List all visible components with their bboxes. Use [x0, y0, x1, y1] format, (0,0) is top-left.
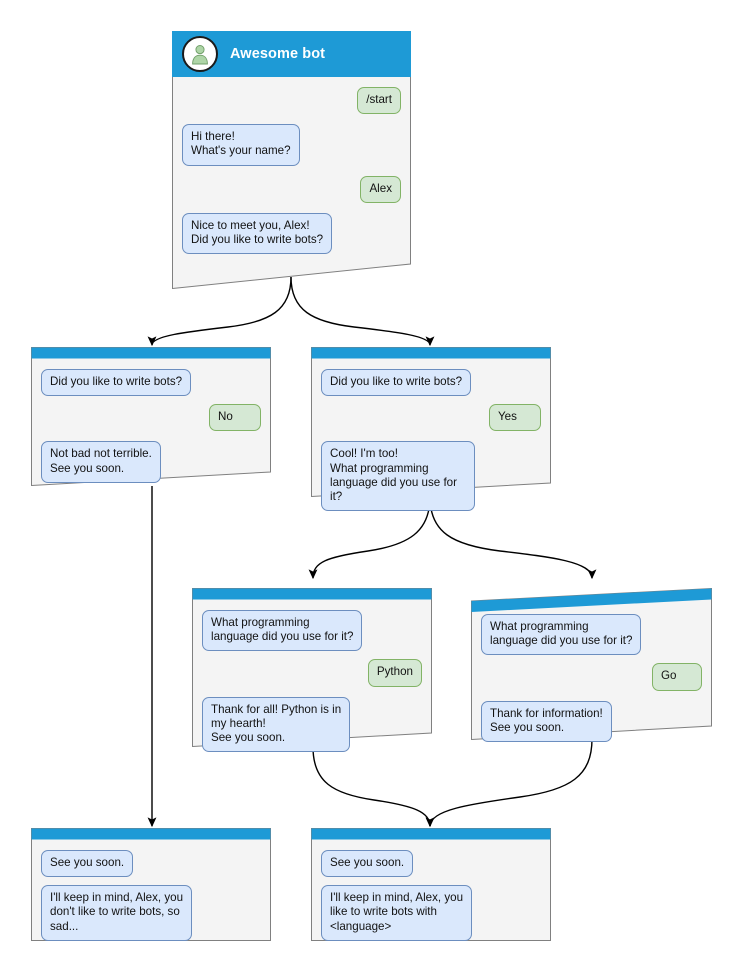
message-bubble: I'll keep in mind, Alex, you don't like …: [41, 885, 193, 941]
start-node[interactable]: Awesome bot /start Hi there! What's your…: [172, 31, 411, 289]
message-bubble: Cool! I'm too! What programming language…: [321, 441, 475, 512]
message-bubble: /start: [357, 87, 401, 115]
end-sad-node[interactable]: See you soon. I'll keep in mind, Alex, y…: [31, 828, 271, 941]
bot-avatar: [182, 36, 218, 72]
answer-no-node-messages: Did you like to write bots? No Not bad n…: [31, 359, 271, 483]
answer-yes-node[interactable]: Did you like to write bots? Yes Cool! I'…: [311, 347, 551, 512]
message-bubble: Thank for all! Python is in my hearth! S…: [202, 696, 351, 753]
end-happy-node[interactable]: See you soon. I'll keep in mind, Alex, y…: [311, 828, 551, 941]
edge-go-to-end-happy: [425, 738, 593, 828]
language-python-node[interactable]: What programming language did you use fo…: [192, 588, 432, 753]
message-bubble: Not bad not terrible. See you soon.: [41, 441, 161, 483]
message-bubble: Nice to meet you, Alex! Did you like to …: [182, 212, 333, 255]
message-bubble: Did you like to write bots?: [321, 369, 472, 397]
edge-python-to-end-happy: [312, 746, 435, 828]
end-happy-node-messages: See you soon. I'll keep in mind, Alex, y…: [311, 840, 551, 941]
message-bubble: Did you like to write bots?: [41, 369, 192, 397]
message-bubble: See you soon.: [321, 850, 414, 878]
message-bubble: No: [209, 404, 261, 432]
answer-yes-node-messages: Did you like to write bots? Yes Cool! I'…: [311, 359, 551, 512]
message-bubble: What programming language did you use fo…: [481, 614, 642, 656]
message-bubble: Yes: [489, 404, 541, 432]
bot-name-label: Awesome bot: [230, 46, 326, 62]
message-bubble: Alex: [360, 175, 401, 203]
person-icon: [192, 45, 208, 65]
message-bubble: Hi there! What's your name?: [182, 124, 300, 166]
answer-no-node[interactable]: Did you like to write bots? No Not bad n…: [31, 347, 271, 486]
message-bubble: Go: [652, 663, 702, 691]
end-sad-node-messages: See you soon. I'll keep in mind, Alex, y…: [31, 840, 271, 941]
message-bubble: See you soon.: [41, 850, 134, 878]
message-bubble: Thank for information! See you soon.: [481, 700, 612, 743]
language-python-node-messages: What programming language did you use fo…: [192, 600, 432, 753]
message-bubble: I'll keep in mind, Alex, you like to wri…: [321, 885, 473, 941]
language-go-node-messages: What programming language did you use fo…: [471, 604, 712, 743]
start-node-header: Awesome bot: [172, 31, 411, 77]
start-node-messages: /start Hi there! What's your name? Alex …: [172, 77, 411, 255]
message-bubble: Python: [367, 659, 422, 687]
message-bubble: What programming language did you use fo…: [202, 610, 363, 652]
language-go-node[interactable]: What programming language did you use fo…: [471, 588, 712, 743]
